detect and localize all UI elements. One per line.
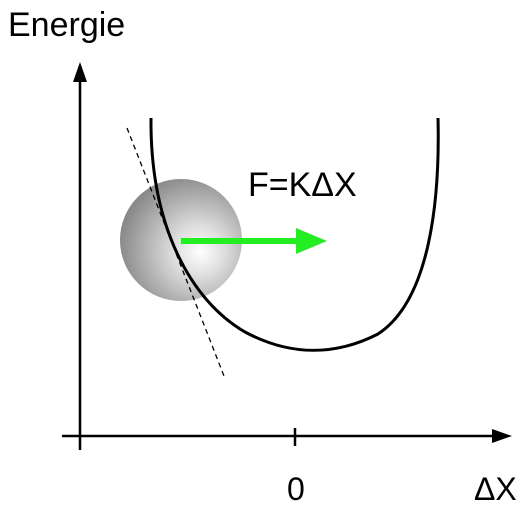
origin-tick-label: 0 [287,471,305,506]
x-axis-label: ΔX [474,471,517,506]
y-axis-arrowhead [73,62,87,82]
force-label: F=KΔX [248,166,357,204]
x-axis-arrowhead [492,429,512,443]
y-axis-label: Energie [8,6,125,44]
force-arrow-icon [296,228,327,254]
